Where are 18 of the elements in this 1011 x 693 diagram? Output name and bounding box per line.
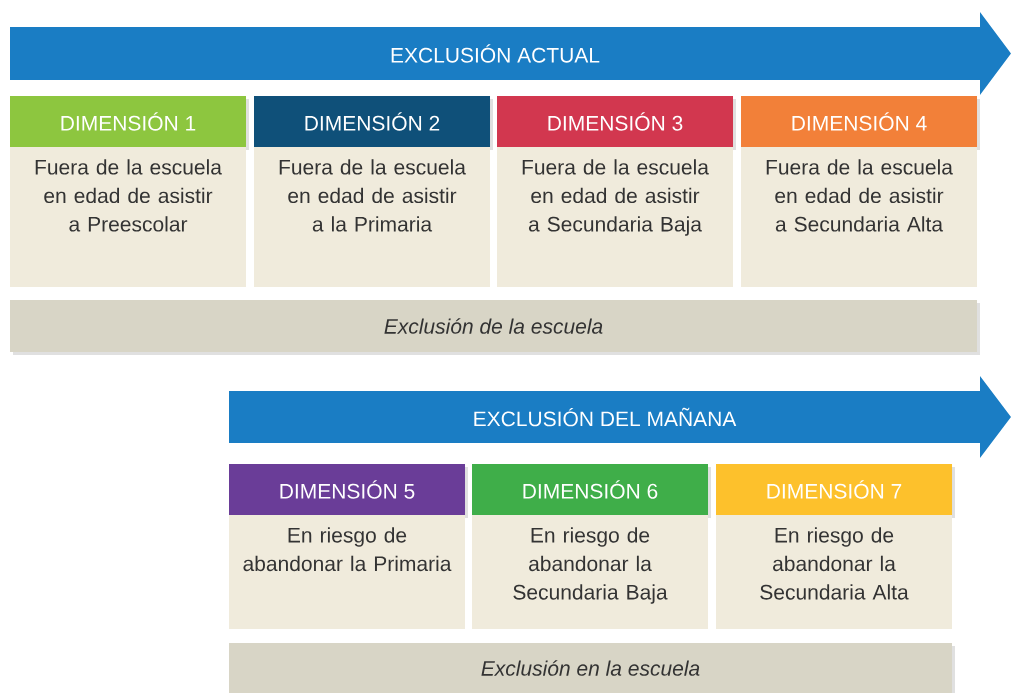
node-label: DIMENSIÓN 4 bbox=[792, 112, 927, 131]
node-label: DIMENSIÓN 5 bbox=[280, 480, 415, 499]
node-label: DIMENSIÓN 1 bbox=[61, 112, 196, 131]
node-label: DIMENSIÓN 2 bbox=[305, 112, 440, 131]
dimension-card: DIMENSIÓN 2 Fuera de la escuela en edad de asistir a la Primaria bbox=[254, 96, 493, 287]
caption-band: Exclusión de la escuela bbox=[10, 300, 980, 355]
dimension-card: DIMENSIÓN 7 En riesgo de abandonar la Secundaria Alta bbox=[716, 464, 955, 629]
node-label: DIMENSIÓN 3 bbox=[548, 112, 683, 131]
arrow-banner: EXCLUSIÓN ACTUAL bbox=[10, 12, 1011, 95]
dimension-card: DIMENSIÓN 6 En riesgo de abandonar la Secundaria Baja bbox=[472, 464, 711, 629]
node-label: DIMENSIÓN 7 bbox=[767, 480, 902, 499]
dimension-card: DIMENSIÓN 1 Fuera de la escuela en edad de asistir a Preescolar bbox=[10, 96, 249, 287]
dimension-card: DIMENSIÓN 4 Fuera de la escuela en edad de asistir a Secundaria Alta bbox=[741, 96, 980, 287]
node-label: DIMENSIÓN 6 bbox=[523, 480, 658, 499]
dimension-card: DIMENSIÓN 3 Fuera de la escuela en edad de asistir a Secundaria Baja bbox=[497, 96, 736, 287]
dimension-card: DIMENSIÓN 5 En riesgo de abandonar la Primaria bbox=[229, 464, 468, 629]
caption-band: Exclusión en la escuela bbox=[229, 643, 955, 693]
arrow-banner: EXCLUSIÓN DEL MAÑANA bbox=[229, 376, 1011, 458]
